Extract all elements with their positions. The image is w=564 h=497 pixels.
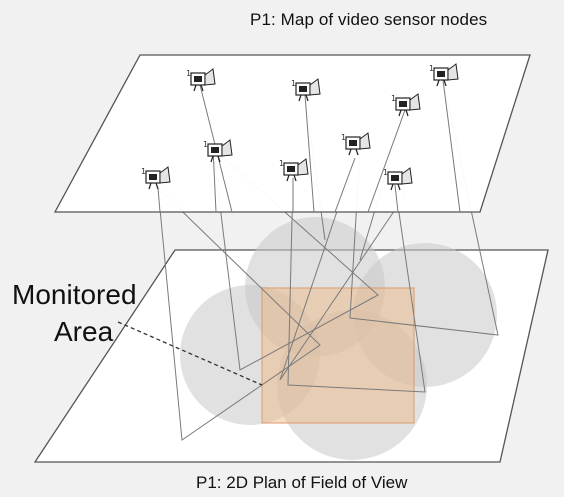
monitored-area-label-line2: Area [54, 316, 114, 347]
bottom-plane-label: P1: 2D Plan of Field of View [196, 473, 408, 492]
fov-wedge-bottom [287, 177, 426, 393]
fov-wedge-center [212, 147, 379, 371]
sight-origin-4 [394, 184, 399, 213]
fov-wedge-lower-left [279, 157, 406, 381]
monitored-area [261, 287, 415, 424]
fov-wedge-left [157, 187, 321, 441]
sight-origin-7 [334, 157, 356, 213]
sight-origin-6 [367, 109, 406, 213]
sight-origin-2 [212, 147, 217, 213]
sight-origin-5 [442, 79, 461, 213]
monitored-area-label-line1: Monitored [12, 279, 137, 310]
top-plane-label: P1: Map of video sensor nodes [250, 10, 488, 29]
annotation-pointer [117, 321, 263, 386]
top-plane [53, 54, 531, 213]
sight-lines-upper [157, 79, 461, 213]
sight-origin-8 [304, 94, 315, 213]
sight-origin-1 [157, 187, 161, 213]
